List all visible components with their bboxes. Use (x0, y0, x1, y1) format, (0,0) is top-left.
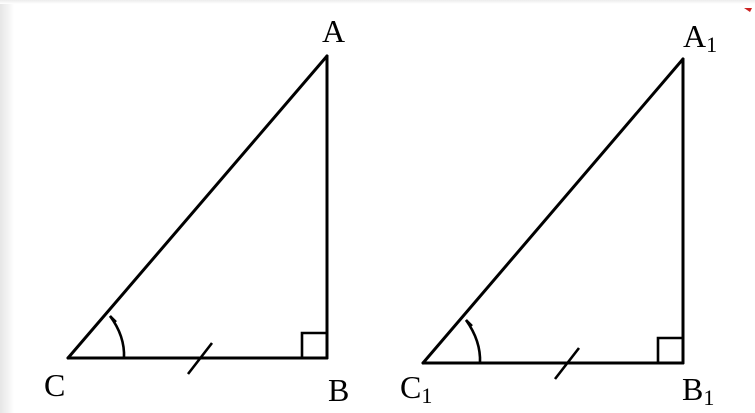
vertex-label-c1-main: C (400, 369, 421, 405)
right-angle-marker-b1 (656, 336, 683, 363)
right-angle-marker-b (300, 331, 327, 358)
vertex-label-a1-sub: 1 (706, 32, 717, 57)
vertex-label-c1-sub: 1 (421, 383, 432, 408)
vertex-label-b1-sub: 1 (703, 385, 714, 410)
angle-arc-c1-hook (465, 319, 473, 327)
side-c1a1 (421, 57, 685, 365)
vertex-label-a: A (322, 13, 345, 49)
tick-mark-c1b1 (553, 347, 581, 380)
angle-arc-c-hook (109, 315, 117, 323)
triangle-abc: A B C (44, 13, 349, 408)
vertex-label-b1: B1 (682, 371, 714, 410)
vertex-label-a1: A1 (683, 18, 717, 57)
angle-arc-c1 (464, 319, 482, 364)
angle-arc-c (108, 315, 126, 359)
vertex-label-c1: C1 (400, 369, 432, 408)
tick-mark-cb (186, 342, 214, 375)
vertex-label-c: C (44, 367, 65, 403)
side-ca (66, 54, 329, 360)
top-shadow-edge (0, 0, 755, 4)
vertex-label-a1-main: A (683, 18, 706, 54)
vertex-label-b1-main: B (682, 371, 703, 407)
left-shadow-edge (0, 0, 14, 413)
triangle-a1b1c1: A1 B1 C1 (400, 18, 717, 410)
vertex-label-b: B (328, 372, 349, 408)
corner-accent-mark (744, 8, 752, 12)
